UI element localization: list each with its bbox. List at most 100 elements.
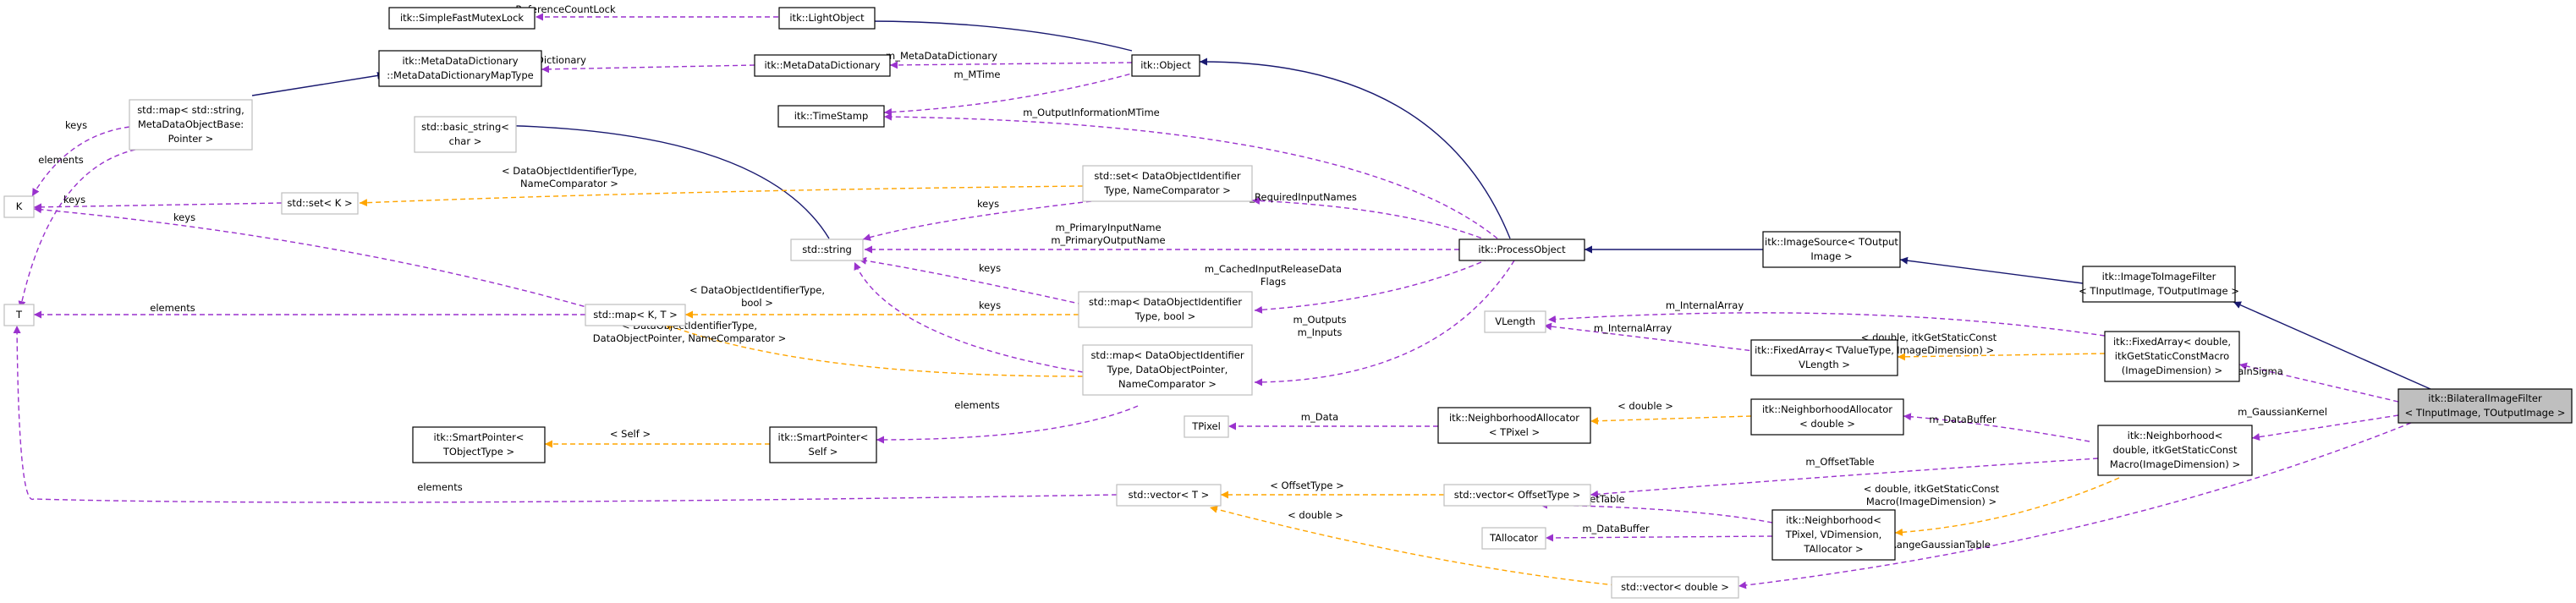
edge-stdmap-doi-bool-string (858, 256, 1084, 305)
node-lightobject[interactable]: itk::LightObject (778, 7, 876, 30)
edge-label-line: bool > (741, 297, 773, 309)
edge-fixedarray-d-fixedarray-tv (1897, 353, 2106, 361)
edge-bilateral-fixedarray-d (2238, 362, 2399, 403)
node-metadatadictionary[interactable]: itk::MetaDataDictionary (754, 54, 891, 77)
edge-label: < double > (1618, 400, 1673, 412)
node-box (388, 7, 536, 30)
node-box (1131, 54, 1200, 77)
nodes: itk::SimpleFastMutexLock itk::LightObjec… (3, 7, 2573, 599)
node-tallocator[interactable]: TAllocator (1481, 527, 1546, 550)
edge-label: m_DataBuffer (1929, 414, 1997, 425)
node-label: (ImageDimension) > (2122, 365, 2222, 376)
node-bilateralimagefilter[interactable]: itk::BilateralImageFilter< TInputImage, … (2397, 388, 2573, 424)
node-neighborhood-tpixel[interactable]: itk::Neighborhood<TPixel, VDimension,TAl… (1771, 509, 1896, 561)
edge-label-line: keys (173, 211, 195, 223)
node-simplefastmutexlock[interactable]: itk::SimpleFastMutexLock (388, 7, 536, 30)
node-smartpointer-tobjecttype[interactable]: itk::SmartPointer<TObjectType > (412, 426, 546, 463)
node-T[interactable]: T (3, 304, 35, 326)
node-K[interactable]: K (3, 195, 35, 218)
node-label: < double > (1799, 418, 1855, 430)
node-stdset-doi[interactable]: std::set< DataObjectIdentifierType, Name… (1082, 165, 1253, 202)
edge-stdmap-K (31, 126, 130, 197)
node-box (1481, 527, 1546, 550)
node-neighborhood-double[interactable]: itk::Neighborhood<double, itkGetStaticCo… (2097, 425, 2253, 476)
edge-label: elements (38, 154, 83, 166)
edges (13, 13, 2431, 589)
edge-label-line: m_Data (1301, 411, 1338, 423)
node-imagetoimagefilter[interactable]: itk::ImageToImageFilter< TInputImage, TO… (2079, 266, 2239, 303)
edge-label-line: < double > (1618, 400, 1673, 412)
node-stdmap-doi-bool[interactable]: std::map< DataObjectIdentifierType, bool… (1078, 291, 1253, 328)
edge-label: keys (63, 194, 85, 206)
edge-stdmap-doi-ptr-string (854, 261, 1084, 373)
node-stdmap-doi-ptr[interactable]: std::map< DataObjectIdentifierType, Data… (1082, 344, 1253, 396)
node-label: TPixel, VDimension, (1785, 529, 1882, 540)
edge-label-line: m_DataBuffer (1582, 523, 1650, 534)
node-stdset-K[interactable]: std::set< K > (281, 192, 359, 215)
node-label: std::basic_string< (421, 121, 509, 133)
node-neighborhoodallocator-tpixel[interactable]: itk::NeighborhoodAllocator< TPixel > (1437, 407, 1591, 444)
node-fixedarray-tvaluetype[interactable]: itk::FixedArray< TValueType,VLength > (1750, 339, 1898, 376)
edge-label-line: DataObjectPointer, NameComparator > (593, 332, 786, 344)
edge-label: < double > (1288, 509, 1343, 521)
node-object[interactable]: itk::Object (1131, 54, 1200, 77)
node-smartpointer-self[interactable]: itk::SmartPointer<Self > (769, 426, 877, 463)
node-stdvector-T[interactable]: std::vector< T > (1116, 484, 1222, 507)
node-box (1082, 344, 1253, 396)
node-label: std::map< DataObjectIdentifier (1090, 349, 1244, 361)
edge-stdset-K (33, 202, 283, 211)
node-box (1443, 484, 1591, 507)
node-stdstring[interactable]: std::string (790, 238, 864, 261)
edge-neighborhood-d-neighborhood-tp (1894, 477, 2120, 536)
node-basic-string[interactable]: std::basic_string<char > (414, 116, 517, 153)
node-timestamp[interactable]: itk::TimeStamp (777, 105, 885, 128)
node-box (2082, 266, 2236, 303)
edge-processobject-stdmap-doi-ptr (1254, 260, 1515, 386)
node-stdmap-KT[interactable]: std::map< K, T > (585, 304, 686, 326)
node-label: std::vector< T > (1129, 489, 1210, 501)
node-neighborhoodallocator-double[interactable]: itk::NeighborhoodAllocator< double > (1750, 398, 1904, 436)
edge-label-line: m_CachedInputReleaseData (1205, 263, 1342, 275)
node-stdvector-offsettype[interactable]: std::vector< OffsetType > (1443, 484, 1591, 507)
node-vlength[interactable]: VLength (1484, 310, 1546, 333)
node-tpixel[interactable]: TPixel (1184, 415, 1229, 438)
node-box (414, 116, 517, 153)
node-label: itk::SmartPointer< (778, 431, 869, 443)
edge-label-line: m_OutputInformationMTime (1023, 107, 1160, 118)
edge-label-line: < double > (1288, 509, 1343, 521)
node-box (1116, 484, 1222, 507)
node-label: double, itkGetStaticConst (2112, 444, 2238, 456)
node-label: < TInputImage, TOutputImage > (2079, 285, 2239, 297)
edge-label: < DataObjectIdentifierType,bool > (689, 284, 825, 309)
edge-processobject-stdmap-doi-bool (1254, 258, 1490, 314)
edge-label: m_OutputInformationMTime (1023, 107, 1160, 118)
edge-label: elements (954, 399, 999, 411)
node-fixedarray-double[interactable]: itk::FixedArray< double,itkGetStaticCons… (2104, 331, 2240, 382)
node-processobject[interactable]: itk::ProcessObject (1458, 238, 1585, 261)
node-stdvector-double[interactable]: std::vector< double > (1611, 576, 1739, 599)
node-label: itk::BilateralImageFilter (2428, 392, 2542, 404)
node-box (3, 304, 35, 326)
edge-label: < DataObjectIdentifierType,NameComparato… (502, 165, 637, 189)
edge-bilateral-neighborhood-d (2251, 414, 2399, 441)
node-stdmap-string-metadataobject[interactable]: std::map< std::string,MetaDataObjectBase… (129, 99, 253, 151)
node-label: std::vector< OffsetType > (1454, 489, 1581, 501)
edge-stdmap-doi-ptr-smartptr-self (876, 405, 1139, 444)
edge-label: keys (65, 119, 87, 131)
edge-stdmap-T (18, 149, 136, 310)
edge-stdmap-to-mddmaptype (251, 71, 386, 96)
edge-label: < OffsetType > (1270, 480, 1344, 491)
node-mdd-maptype[interactable]: itk::MetaDataDictionary::MetaDataDiction… (378, 50, 542, 87)
node-label: std::map< std::string, (137, 104, 244, 116)
node-box (1078, 291, 1253, 328)
node-label: VLength (1495, 315, 1535, 327)
edge-label-line: < double, itkGetStaticConst (1864, 483, 2000, 495)
node-imagesource[interactable]: itk::ImageSource< TOutputImage > (1762, 231, 1901, 268)
node-box (412, 426, 546, 463)
node-label: Type, DataObjectPointer, (1107, 364, 1228, 376)
edge-label: m_InternalArray (1666, 299, 1744, 311)
node-label: itk::LightObject (789, 12, 865, 24)
node-box (378, 50, 542, 87)
edge-stdset-doi-string (862, 200, 1092, 241)
node-label: Type, NameComparator > (1103, 184, 1231, 196)
